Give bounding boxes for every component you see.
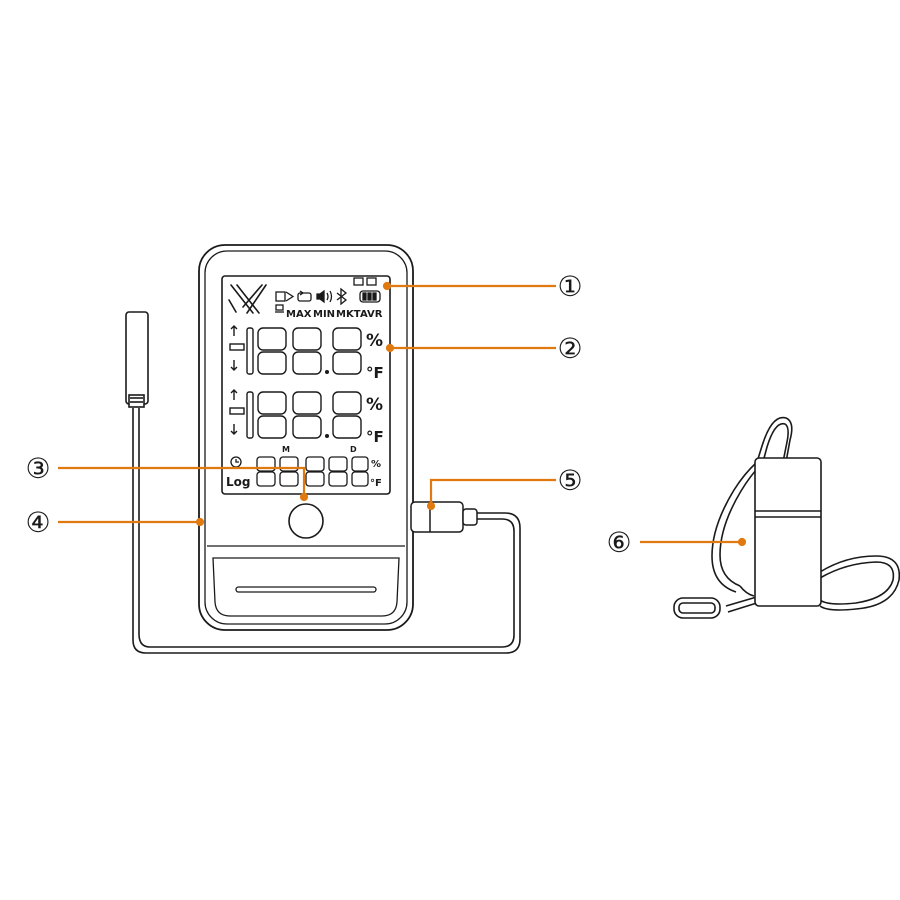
day-marker: D xyxy=(350,445,357,454)
digit-1c xyxy=(332,327,362,375)
leader-4 xyxy=(58,517,205,527)
unit-temp-1: °F xyxy=(366,364,384,382)
digit-sign-1 xyxy=(246,327,254,375)
digit-sign-2 xyxy=(246,391,254,439)
small-digit-2 xyxy=(279,456,299,487)
speaker-icon xyxy=(316,289,333,304)
loop-icon xyxy=(297,290,312,302)
callout-1: ① xyxy=(557,270,582,303)
digit-2c xyxy=(332,391,362,439)
front-button xyxy=(288,503,324,539)
bluetooth-icon xyxy=(336,287,348,306)
unit-percent-2: % xyxy=(366,395,383,415)
small-digit-3 xyxy=(305,456,325,487)
callout-6: ⑥ xyxy=(606,526,631,559)
indicator-avr: AVR xyxy=(360,309,383,320)
reading-row-1: % °F xyxy=(229,325,384,382)
play-icon xyxy=(275,291,295,302)
leader-3 xyxy=(58,466,309,502)
battery-icon xyxy=(359,290,381,303)
digit-1a xyxy=(257,327,287,375)
unit-temp-3: °F xyxy=(370,478,382,489)
trend-arrows-2 xyxy=(229,389,245,435)
unit-temp-2: °F xyxy=(366,428,384,446)
trend-arrows-1 xyxy=(229,325,245,371)
digit-1b xyxy=(292,327,322,375)
record-icon xyxy=(275,304,284,313)
leader-5 xyxy=(426,478,556,511)
indicator-min: MIN xyxy=(313,309,335,320)
indicator-max: MAX xyxy=(286,309,312,320)
status-icons xyxy=(275,277,381,313)
probe-cable xyxy=(132,512,521,654)
month-marker: M xyxy=(282,445,290,454)
indicator-mkt: MKT xyxy=(336,309,361,320)
unit-percent-1: % xyxy=(366,331,383,351)
usb-c-port xyxy=(410,501,478,533)
callout-3: ③ xyxy=(25,452,50,485)
temperature-probe xyxy=(125,311,149,640)
callout-leaders xyxy=(58,281,747,547)
leader-1 xyxy=(382,281,556,291)
callout-5: ⑤ xyxy=(557,464,582,497)
leader-2 xyxy=(385,343,556,353)
small-digit-5 xyxy=(351,456,369,487)
digit-2b xyxy=(292,391,322,439)
callout-2: ② xyxy=(557,332,582,365)
usb-adapter-body xyxy=(754,457,822,607)
small-digit-1 xyxy=(256,456,276,487)
callout-4: ④ xyxy=(25,506,50,539)
digit-2a xyxy=(257,391,287,439)
callout-labels: ① ② ③ ④ ⑤ ⑥ xyxy=(25,270,631,559)
log-row: Log M D % °F xyxy=(226,445,382,489)
reading-row-2: % °F xyxy=(229,389,384,446)
stat-indicators: MAX MIN MKT AVR xyxy=(286,309,383,320)
small-digit-4 xyxy=(328,456,348,487)
log-label: Log xyxy=(226,475,250,489)
usb-charging-cable xyxy=(673,416,900,619)
unit-percent-3: % xyxy=(371,459,381,470)
alarm-indicators-icon xyxy=(353,277,377,286)
logo-icon xyxy=(228,284,267,314)
leader-6 xyxy=(640,537,747,547)
